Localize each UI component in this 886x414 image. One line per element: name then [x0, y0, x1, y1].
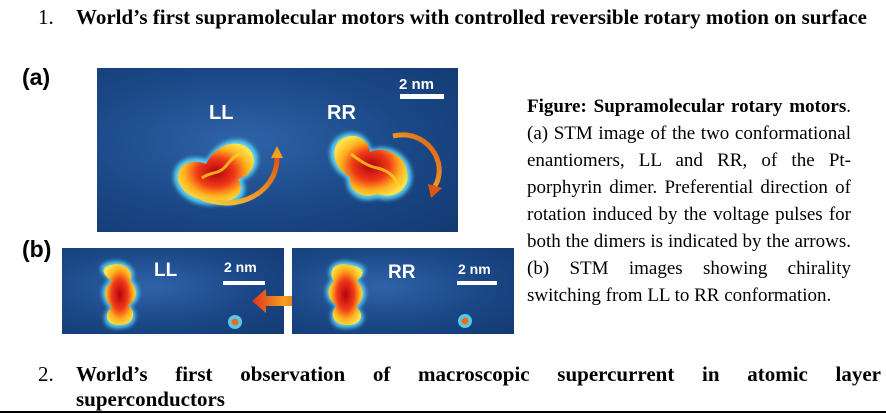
section-2-title-line2: superconductors [76, 387, 225, 411]
scale-bar-b-left [223, 281, 265, 285]
stm-image-panel-b-ll: LL 2 nm [62, 248, 284, 334]
ll-molecule [173, 139, 258, 205]
scale-label-b-right: 2 nm [458, 261, 491, 277]
scale-label-a: 2 nm [399, 76, 435, 93]
section-2-title: World’s first observation of macroscopic… [76, 362, 881, 412]
bottom-rule [0, 411, 886, 413]
panel-b-label: (b) [22, 236, 52, 262]
caption-body: . (a) STM image of the two conformationa… [527, 96, 851, 306]
section-2-heading: 2. World’s first observation of macroscop… [38, 362, 883, 412]
section-1-heading: 1. World’s first supramolecular motors wi… [38, 5, 878, 30]
rr-molecule [330, 132, 412, 200]
figure-caption: Figure: Supramolecular rotary motors. (a… [527, 93, 851, 342]
ll-label-b: LL [154, 260, 178, 281]
section-1-number: 1. [38, 5, 54, 29]
stm-image-b-ll-drawing [101, 261, 265, 329]
panel-a-label: (a) [22, 64, 51, 90]
section-2-number: 2. [38, 362, 54, 386]
stm-image-panel-b-rr: RR 2 nm [292, 248, 514, 334]
rr-arrowhead [428, 184, 442, 198]
switch-double-arrow [252, 289, 316, 313]
rr-rotation-arrow [392, 132, 442, 188]
ll-label-a: LL [209, 102, 234, 124]
ll-molecule-b [101, 261, 139, 329]
rr-molecule-b [326, 261, 366, 329]
scale-label-b-left: 2 nm [224, 259, 257, 275]
scale-bar-a [400, 94, 444, 99]
stm-image-b-rr-drawing [326, 261, 497, 329]
section-1-title: World’s first supramolecular motors with… [76, 5, 867, 29]
stm-image-panel-a: LL RR 2 nm [97, 68, 458, 232]
scale-bar-b-right [457, 281, 497, 285]
ll-arrowhead [271, 146, 283, 158]
section-2-title-line1: World’s first observation of macroscopic… [76, 362, 881, 386]
ll-rotation-arrow [201, 157, 280, 206]
stm-image-a-drawing [173, 94, 444, 206]
caption-title: Figure: Supramolecular rotary motors [527, 96, 847, 117]
rr-label-b: RR [388, 262, 416, 283]
rr-label-a: RR [327, 102, 356, 124]
